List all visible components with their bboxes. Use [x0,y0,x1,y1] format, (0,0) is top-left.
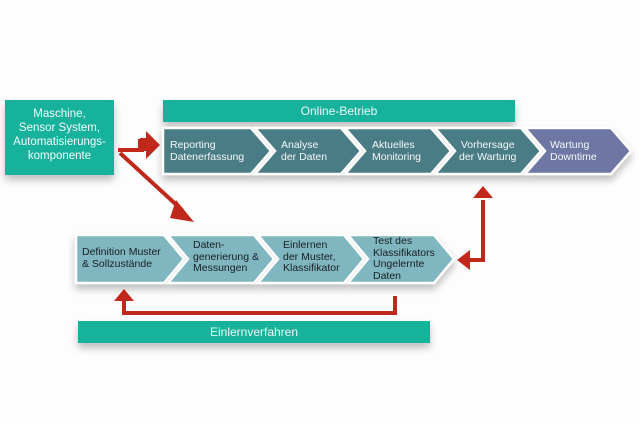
online-chevron-analyse [252,126,363,176]
arrow-prediction-test-link [470,200,485,262]
learning-header-label: Einlernverfahren [209,325,299,339]
learning-step-training: Einlernen der Muster, Klassifikator [283,239,340,274]
learning-chevron-definition [74,233,186,285]
arrowhead-learning [170,200,194,222]
online-header-label: Online-Betrieb [300,104,378,118]
learning-header-bar [78,321,430,343]
learning-chevron-test [345,233,456,285]
learning-step-definition: Definition Muster & Sollzustände [82,246,161,270]
online-chevron-prediction [432,126,543,176]
arrowhead-online [138,131,160,159]
online-chevron-monitoring [342,126,453,176]
learning-step-generation: Daten- generierung & Messungen [193,239,259,274]
online-chevron-reporting [161,126,273,176]
learning-chevron-generation [165,233,276,285]
learning-chevron-training [255,233,366,285]
online-step-monitoring: Aktuelles Monitoring [372,139,422,163]
online-step-analyse: Analyse der Daten [281,139,328,163]
arrow-feedback-loop [122,296,397,315]
online-step-prediction: Vorhersage der Wartung [459,139,517,163]
online-step-reporting: Reporting Datenerfassung [170,139,245,163]
online-header-bar [163,100,515,122]
arrow-source-to-learning [118,151,184,212]
source-box [5,100,114,175]
online-step-maintenance: Wartung Downtime [550,139,597,163]
arrowhead-test [457,250,470,270]
learning-step-test: Test des Klassifikators Ungelernte Daten [373,235,435,282]
online-chevron-maintenance [522,126,633,176]
source-box-label: Maschine, Sensor System, Automatisierung… [13,108,106,162]
arrowhead-feedback [114,289,134,301]
arrowhead-prediction [473,186,493,198]
